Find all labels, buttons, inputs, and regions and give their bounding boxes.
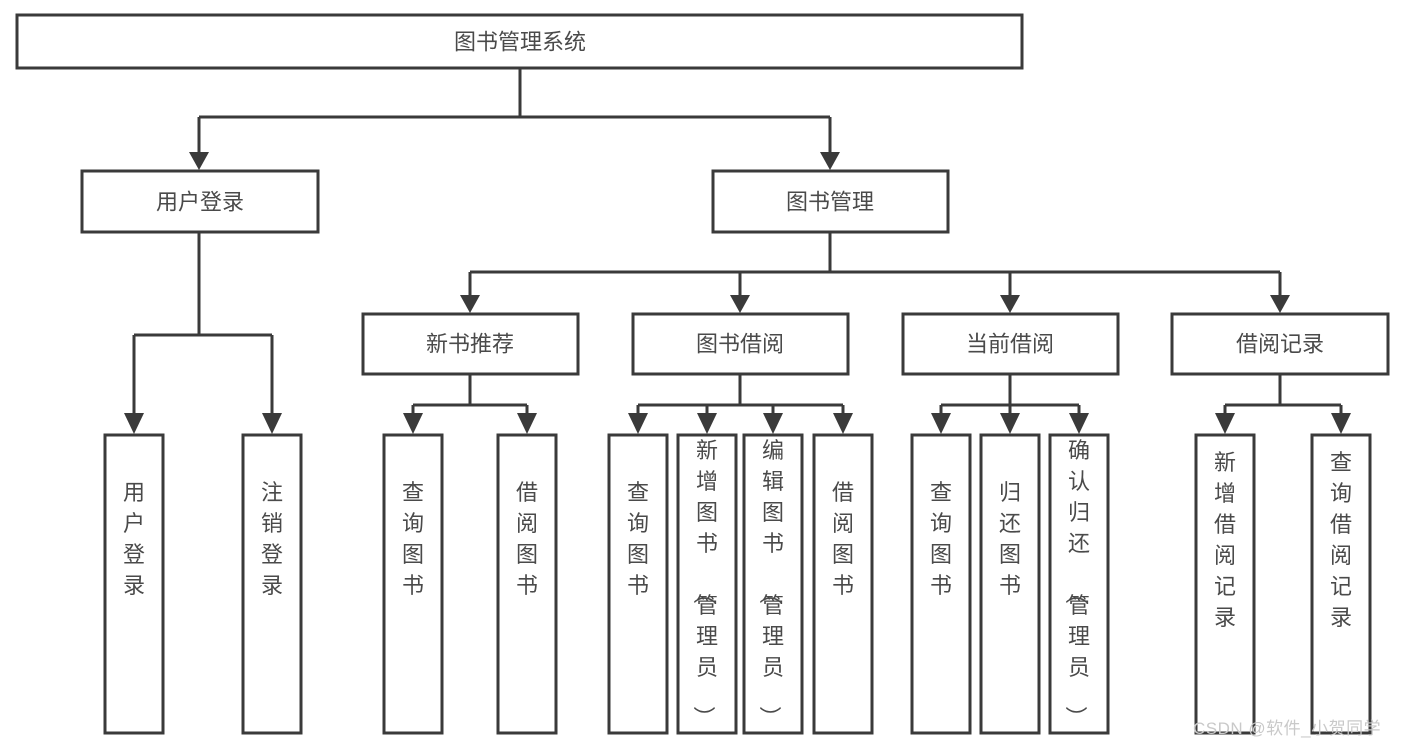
node-borrow-record[interactable]: 借阅记录 — [1170, 312, 1390, 376]
node-book-management-label: 图书管理 — [786, 190, 874, 215]
node-borrow-record-label: 借阅记录 — [1236, 332, 1324, 357]
node-leaf-user-login[interactable]: 用户登录 — [103, 433, 165, 735]
node-leaf-return-book-box[interactable] — [979, 433, 1041, 735]
node-leaf-query-book-2-label: 查询图书 — [627, 480, 649, 598]
node-leaf-return-book[interactable]: 归还图书 — [979, 433, 1041, 735]
node-leaf-query-book-1-label: 查询图书 — [402, 480, 424, 598]
arrowhead-icon — [1270, 295, 1290, 313]
node-user-login-box[interactable] — [80, 169, 320, 234]
node-leaf-add-book[interactable]: 新增图书（管理员） — [676, 433, 738, 735]
node-leaf-borrow-book-2[interactable]: 借阅图书 — [812, 433, 874, 735]
arrowhead-icon — [1069, 413, 1089, 434]
node-leaf-query-book-3-label: 查询图书 — [930, 480, 952, 598]
node-leaf-logout-login[interactable]: 注销登录 — [241, 433, 303, 735]
arrowhead-icon — [820, 152, 840, 170]
node-book-borrow-box[interactable] — [631, 312, 850, 376]
node-leaf-edit-book-box[interactable] — [742, 433, 804, 735]
node-new-book-recommend-label: 新书推荐 — [426, 332, 514, 357]
node-new-book-recommend[interactable]: 新书推荐 — [361, 312, 580, 376]
node-leaf-edit-book-label: 编辑图书（管理员） — [757, 438, 784, 728]
node-user-login[interactable]: 用户登录 — [80, 169, 320, 234]
node-book-borrow[interactable]: 图书借阅 — [631, 312, 850, 376]
arrowhead-group — [124, 152, 1351, 434]
arrowhead-icon — [730, 295, 750, 313]
node-new-book-recommend-box[interactable] — [361, 312, 580, 376]
node-leaf-query-record[interactable]: 查询借阅记录 — [1310, 433, 1372, 735]
arrowhead-icon — [763, 413, 783, 434]
arrowhead-icon — [262, 413, 282, 434]
node-leaf-borrow-book-2-label: 借阅图书 — [832, 480, 854, 598]
node-leaf-borrow-book-1-label: 借阅图书 — [516, 480, 538, 598]
node-leaf-logout-login-label: 注销登录 — [261, 480, 283, 598]
node-leaf-confirm-return[interactable]: 确认归还（管理员） — [1048, 433, 1110, 735]
node-root[interactable]: 图书管理系统 — [15, 13, 1024, 70]
node-leaf-add-record-label: 新增借阅记录 — [1214, 450, 1236, 630]
node-user-login-label: 用户登录 — [156, 190, 244, 215]
node-leaf-add-book-label: 新增图书（管理员） — [691, 438, 718, 728]
node-leaf-add-book-box[interactable] — [676, 433, 738, 735]
node-leaf-user-login-box[interactable] — [103, 433, 165, 735]
node-leaf-confirm-return-label: 确认归还（管理员） — [1063, 438, 1090, 728]
node-leaf-add-record[interactable]: 新增借阅记录 — [1194, 433, 1256, 735]
node-book-management[interactable]: 图书管理 — [711, 169, 950, 234]
node-leaf-query-record-box[interactable] — [1310, 433, 1372, 735]
node-leaf-query-book-1[interactable]: 查询图书 — [382, 433, 444, 735]
arrowhead-icon — [403, 413, 423, 434]
arrowhead-icon — [460, 295, 480, 313]
node-leaf-user-login-label: 用户登录 — [123, 480, 145, 598]
node-leaf-query-book-2[interactable]: 查询图书 — [607, 433, 669, 735]
arrowhead-icon — [189, 152, 209, 170]
node-leaf-query-book-2-box[interactable] — [607, 433, 669, 735]
node-borrow-record-box[interactable] — [1170, 312, 1390, 376]
node-root-label: 图书管理系统 — [454, 30, 586, 55]
arrowhead-icon — [1000, 413, 1020, 434]
node-leaf-query-book-1-box[interactable] — [382, 433, 444, 735]
node-leaf-logout-login-box[interactable] — [241, 433, 303, 735]
arrowhead-icon — [628, 413, 648, 434]
arrowhead-icon — [1215, 413, 1235, 434]
node-current-borrow[interactable]: 当前借阅 — [901, 312, 1120, 376]
arrowhead-icon — [1331, 413, 1351, 434]
node-leaf-query-record-label: 查询借阅记录 — [1330, 450, 1352, 630]
arrowhead-icon — [697, 413, 717, 434]
node-leaf-add-record-box[interactable] — [1194, 433, 1256, 735]
node-leaf-confirm-return-box[interactable] — [1048, 433, 1110, 735]
arrowhead-icon — [124, 413, 144, 434]
arrowhead-icon — [931, 413, 951, 434]
csdn-watermark: CSDN @软件_小贺同学 — [1193, 719, 1382, 738]
node-leaf-borrow-book-2-box[interactable] — [812, 433, 874, 735]
node-book-borrow-label: 图书借阅 — [696, 332, 784, 357]
connector-group — [132, 68, 1343, 413]
node-leaf-borrow-book-1[interactable]: 借阅图书 — [496, 433, 558, 735]
node-leaf-return-book-label: 归还图书 — [999, 480, 1021, 598]
node-book-management-box[interactable] — [711, 169, 950, 234]
arrowhead-icon — [1000, 295, 1020, 313]
node-current-borrow-box[interactable] — [901, 312, 1120, 376]
node-root-box[interactable] — [15, 13, 1024, 70]
node-leaf-borrow-book-1-box[interactable] — [496, 433, 558, 735]
node-leaf-edit-book[interactable]: 编辑图书（管理员） — [742, 433, 804, 735]
arrowhead-icon — [517, 413, 537, 434]
node-leaf-query-book-3[interactable]: 查询图书 — [910, 433, 972, 735]
node-leaf-query-book-3-box[interactable] — [910, 433, 972, 735]
arrowhead-icon — [833, 413, 853, 434]
node-current-borrow-label: 当前借阅 — [966, 332, 1054, 357]
